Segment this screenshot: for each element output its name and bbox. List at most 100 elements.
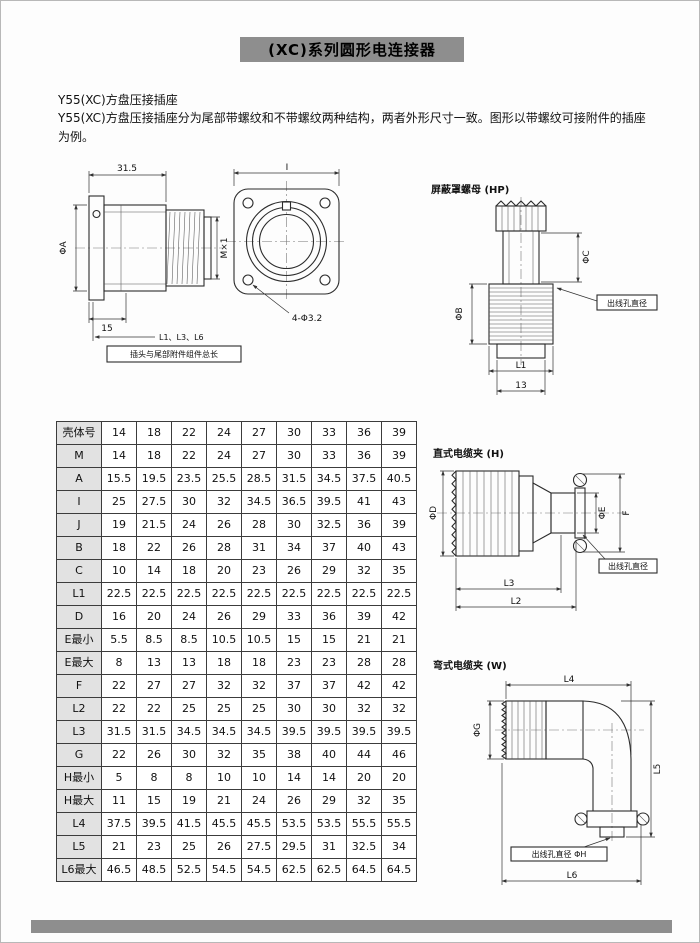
value-cell: 24	[206, 421, 242, 445]
value-cell: 27.5	[241, 835, 277, 859]
value-cell: 35	[381, 559, 417, 583]
value-cell: 23	[311, 651, 347, 675]
value-cell: 22.5	[311, 582, 347, 606]
value-cell: 27	[241, 421, 277, 445]
value-cell: 31.5	[136, 720, 172, 744]
value-cell: 32	[241, 674, 277, 698]
value-cell: 22.5	[276, 582, 312, 606]
value-cell: 55.5	[381, 812, 417, 836]
value-cell: 34.5	[311, 467, 347, 491]
value-cell: 20	[206, 559, 242, 583]
row-header-cell: L2	[56, 697, 102, 721]
value-cell: 53.5	[276, 812, 312, 836]
dim-phi-a: ΦA	[59, 241, 69, 255]
value-cell: 34	[276, 536, 312, 560]
value-cell: 18	[241, 651, 277, 675]
plug-side-view-outline	[75, 195, 223, 301]
value-cell: 39.5	[276, 720, 312, 744]
value-cell: 36	[346, 444, 382, 468]
value-cell: 43	[381, 490, 417, 514]
value-cell: 22.5	[171, 582, 207, 606]
value-cell: 18	[171, 559, 207, 583]
value-cell: 24	[171, 605, 207, 629]
value-cell: 29	[311, 789, 347, 813]
value-cell: 34.5	[206, 720, 242, 744]
value-cell: 21	[206, 789, 242, 813]
value-cell: 22	[101, 697, 137, 721]
angle-clamp-drawing: L4 ΦG L5 出线孔直径 ΦH L6	[473, 675, 663, 885]
mounting-hole	[319, 274, 331, 286]
row-header-cell: D	[56, 605, 102, 629]
value-cell: 21.5	[136, 513, 172, 537]
value-cell: 37.5	[101, 812, 137, 836]
value-cell: 14	[276, 766, 312, 790]
value-cell: 35	[381, 789, 417, 813]
value-cell: 20	[136, 605, 172, 629]
value-cell: 14	[101, 444, 137, 468]
value-cell: 33	[311, 444, 347, 468]
value-cell: 20	[381, 766, 417, 790]
value-cell: 24	[241, 789, 277, 813]
straight-clamp-drawing: ΦD ΦE F 出线孔直径 L3 L2	[429, 470, 658, 611]
value-cell: 10.5	[241, 628, 277, 652]
value-cell: 39.5	[346, 720, 382, 744]
value-cell: 42	[346, 674, 382, 698]
dim-l5: L5	[653, 764, 663, 775]
value-cell: 39.5	[136, 812, 172, 836]
value-cell: 25.5	[206, 467, 242, 491]
value-cell: 28.5	[241, 467, 277, 491]
value-cell: 14	[311, 766, 347, 790]
plug-front-view-dimensions: I 4-Φ3.2	[233, 163, 340, 324]
value-cell: 53.5	[311, 812, 347, 836]
angle-clamp-label: 弯式电缆夹 (W)	[433, 661, 507, 672]
value-cell: 37.5	[346, 467, 382, 491]
value-cell: 39.5	[381, 720, 417, 744]
outlet-label-frame	[596, 294, 658, 311]
value-cell: 15	[276, 628, 312, 652]
value-cell: 32	[206, 743, 242, 767]
value-cell: 29	[241, 605, 277, 629]
value-cell: 23	[136, 835, 172, 859]
value-cell: 25	[206, 697, 242, 721]
value-cell: 19	[171, 789, 207, 813]
value-cell: 30	[276, 697, 312, 721]
value-cell: 33	[276, 605, 312, 629]
row-header-cell: L6最大	[56, 858, 102, 882]
row-header-cell: F	[56, 674, 102, 698]
row-header-cell: J	[56, 513, 102, 537]
row-header-cell: C	[56, 559, 102, 583]
value-cell: 34.5	[171, 720, 207, 744]
value-cell: 36	[346, 513, 382, 537]
value-cell: 27	[136, 674, 172, 698]
value-cell: 30	[276, 513, 312, 537]
value-cell: 32.5	[346, 835, 382, 859]
footer-bar	[31, 920, 672, 933]
value-cell: 40.5	[381, 467, 417, 491]
value-cell: 26	[206, 513, 242, 537]
value-cell: 28	[346, 651, 382, 675]
value-cell: 22.5	[101, 582, 137, 606]
straight-clamp-outline	[437, 470, 629, 557]
value-cell: 26	[171, 536, 207, 560]
value-cell: 30	[276, 421, 312, 445]
row-header-cell: H最大	[56, 789, 102, 813]
value-cell: 62.5	[311, 858, 347, 882]
value-cell: 10	[241, 766, 277, 790]
value-cell: 64.5	[381, 858, 417, 882]
value-cell: 14	[101, 421, 137, 445]
row-header-cell: B	[56, 536, 102, 560]
value-cell: 25	[101, 490, 137, 514]
angle-clamp-outline	[495, 700, 650, 841]
value-cell: 24	[171, 513, 207, 537]
value-cell: 39	[346, 605, 382, 629]
value-cell: 39.5	[311, 720, 347, 744]
value-cell: 5.5	[101, 628, 137, 652]
value-cell: 48.5	[136, 858, 172, 882]
